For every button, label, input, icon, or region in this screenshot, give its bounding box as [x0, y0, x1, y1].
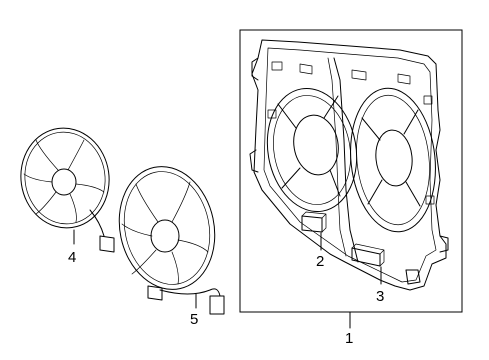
right-strut-3	[367, 179, 383, 205]
top-clip-2	[299, 63, 313, 75]
fan-5-blade-6	[121, 223, 153, 237]
center-rib	[333, 57, 359, 263]
right-motor-ring	[375, 129, 413, 187]
left-motor-ring	[293, 114, 339, 176]
fan-motor-assembly-5	[118, 166, 225, 315]
top-clip-1	[271, 61, 283, 71]
seal-part-3	[351, 243, 385, 285]
fan-5-connector-left	[147, 285, 163, 301]
fan-4-blade-6	[23, 173, 53, 183]
fan-5-connector-right	[209, 295, 225, 315]
left-strut-3	[281, 167, 301, 189]
side-clip-1	[267, 109, 277, 119]
fan-4-blade-2	[67, 139, 85, 171]
fan-5-outer-ring	[118, 166, 216, 290]
top-clip-3	[351, 69, 367, 81]
seal-2-body	[301, 215, 323, 233]
shroud-outline	[251, 39, 447, 291]
center-rib-inner	[327, 57, 347, 257]
right-fan-opening-inner	[356, 94, 430, 226]
left-strut-2	[323, 95, 339, 119]
fan-4-hub	[51, 168, 77, 196]
left-strut-4	[329, 169, 341, 197]
fan-5-harness	[159, 288, 221, 297]
seal-3-body	[351, 247, 381, 267]
seal-part-2	[301, 211, 327, 251]
fan-5-blade-4	[171, 251, 179, 285]
seal-3-edge	[351, 243, 385, 267]
left-fan-opening	[266, 87, 358, 213]
fan-shroud-assembly	[239, 29, 463, 313]
right-mount-bracket	[439, 235, 449, 253]
right-fan-opening	[350, 87, 436, 233]
fan-4-blade-4	[69, 193, 77, 223]
right-strut-1	[361, 117, 381, 141]
callout-1: 1	[345, 330, 353, 347]
fan-motor-assembly-4	[20, 127, 115, 253]
callout-5: 5	[190, 311, 198, 328]
shroud-inner-edge	[263, 47, 437, 283]
fan-5-blade-3	[177, 239, 209, 253]
shroud-frame-box	[239, 29, 463, 313]
fan-4-blade-3	[75, 183, 105, 193]
fan-5-blade-2	[171, 181, 191, 223]
top-clip-4	[397, 73, 411, 85]
left-mount-tab-bottom	[249, 149, 259, 173]
fan-4-outer-ring	[20, 127, 110, 229]
fan-5-hub	[150, 219, 180, 253]
fan-5-blade-5	[131, 249, 157, 275]
fan-4-blade-1	[35, 139, 59, 171]
callout-3: 3	[376, 288, 384, 305]
left-strut-1	[277, 103, 297, 129]
right-strut-4	[405, 181, 421, 207]
left-mount-tab-top	[251, 57, 259, 81]
side-clip-2	[423, 95, 433, 105]
right-strut-2	[403, 109, 419, 135]
fan-4-connector	[99, 235, 115, 253]
fan-4-blade-5	[35, 191, 57, 215]
side-clip-3	[425, 195, 435, 205]
fan-4-inner-ring	[24, 131, 106, 225]
lower-bracket	[405, 269, 421, 285]
left-fan-opening-inner	[273, 95, 351, 205]
seal-2-edge	[301, 211, 327, 233]
fan-5-blade-1	[135, 183, 159, 223]
fan-4-motor-wire	[89, 209, 105, 237]
callout-4: 4	[68, 249, 76, 266]
callout-2: 2	[316, 253, 324, 270]
fan-5-inner-ring	[123, 171, 211, 285]
